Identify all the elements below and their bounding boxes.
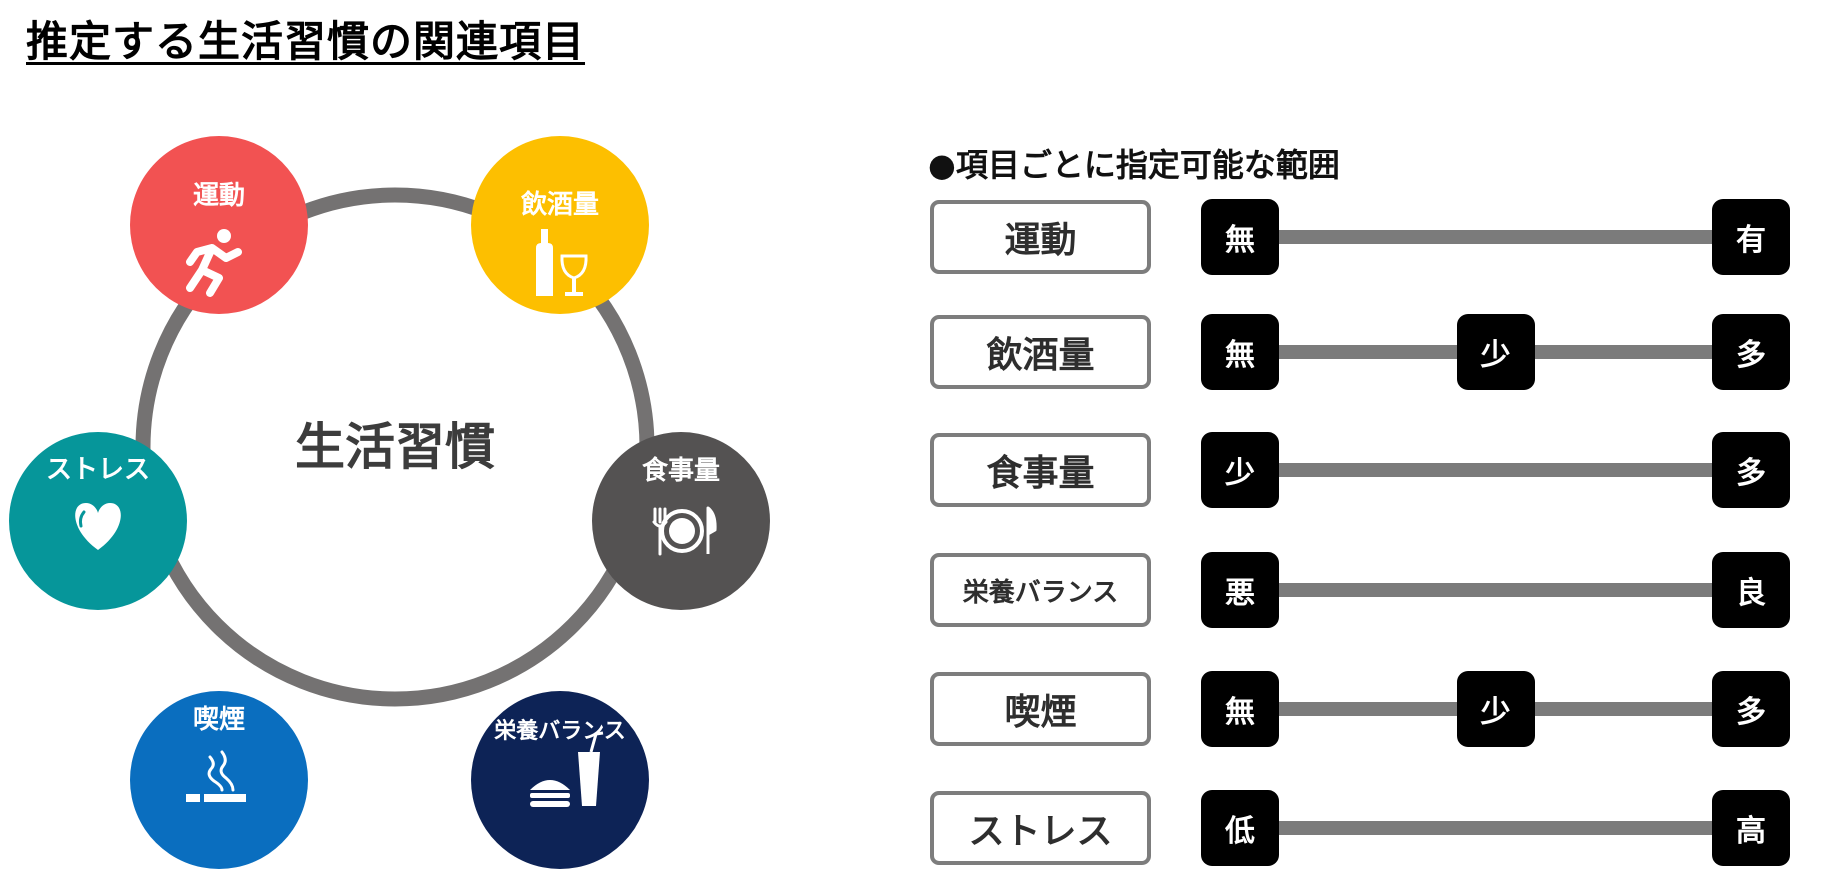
range-level: 多 (1712, 671, 1790, 747)
node-exercise: 運動 (130, 136, 308, 314)
node-nutrition-circle (471, 691, 649, 869)
range-level: 悪 (1201, 552, 1279, 628)
range-level: 無 (1201, 671, 1279, 747)
node-meal-label: 食事量 (642, 455, 720, 486)
range-track (1240, 583, 1751, 597)
node-exercise-label: 運動 (193, 181, 245, 211)
range-label: 食事量 (930, 433, 1151, 507)
node-meal: 食事量 (592, 432, 770, 610)
node-exercise-circle (130, 136, 308, 314)
node-stress-label: ストレス (46, 455, 150, 485)
node-smoking-label: 喫煙 (193, 705, 245, 735)
heart-icon (75, 503, 121, 550)
range-level: 多 (1712, 314, 1790, 390)
range-track (1240, 463, 1751, 477)
cycle-center-label: 生活習慣 (295, 418, 495, 476)
range-level: 良 (1712, 552, 1790, 628)
range-label: 運動 (930, 200, 1151, 274)
node-smoking-circle (130, 691, 308, 869)
node-alcohol-label: 飲酒量 (520, 189, 599, 220)
range-label: 喫煙 (930, 672, 1151, 746)
page-title: 推定する生活習慣の関連項目 (26, 17, 586, 66)
range-level: 少 (1456, 671, 1535, 747)
node-alcohol-circle (471, 136, 649, 314)
range-level: 高 (1712, 790, 1790, 866)
running-person-icon (186, 229, 242, 297)
range-level: 少 (1456, 314, 1535, 390)
range-level: 少 (1201, 432, 1279, 508)
bottle-glass-icon (536, 229, 588, 296)
range-label: 栄養バランス (930, 553, 1151, 627)
range-track (1240, 230, 1751, 244)
burger-drink-icon (530, 731, 604, 807)
range-level: 有 (1712, 199, 1790, 275)
node-stress: ストレス (9, 432, 187, 610)
range-level: 無 (1201, 314, 1279, 390)
plate-fork-knife-icon (652, 506, 717, 556)
node-alcohol: 飲酒量 (471, 136, 649, 314)
range-level: 多 (1712, 432, 1790, 508)
lifestyle-cycle-diagram: 生活習慣 運動 飲酒量 食事量 栄養バラ (9, 136, 770, 869)
node-smoking: 喫煙 (130, 691, 308, 869)
node-nutrition: 栄養バランス (471, 691, 649, 869)
cigarette-smoke-icon (186, 750, 246, 802)
range-track (1240, 821, 1751, 835)
range-label: ストレス (930, 791, 1151, 865)
range-level: 無 (1201, 199, 1279, 275)
ranges-subtitle: ●項目ごとに指定可能な範囲 (928, 146, 1340, 184)
range-label: 飲酒量 (930, 315, 1151, 389)
range-level: 低 (1201, 790, 1279, 866)
node-nutrition-label: 栄養バランス (493, 718, 626, 744)
